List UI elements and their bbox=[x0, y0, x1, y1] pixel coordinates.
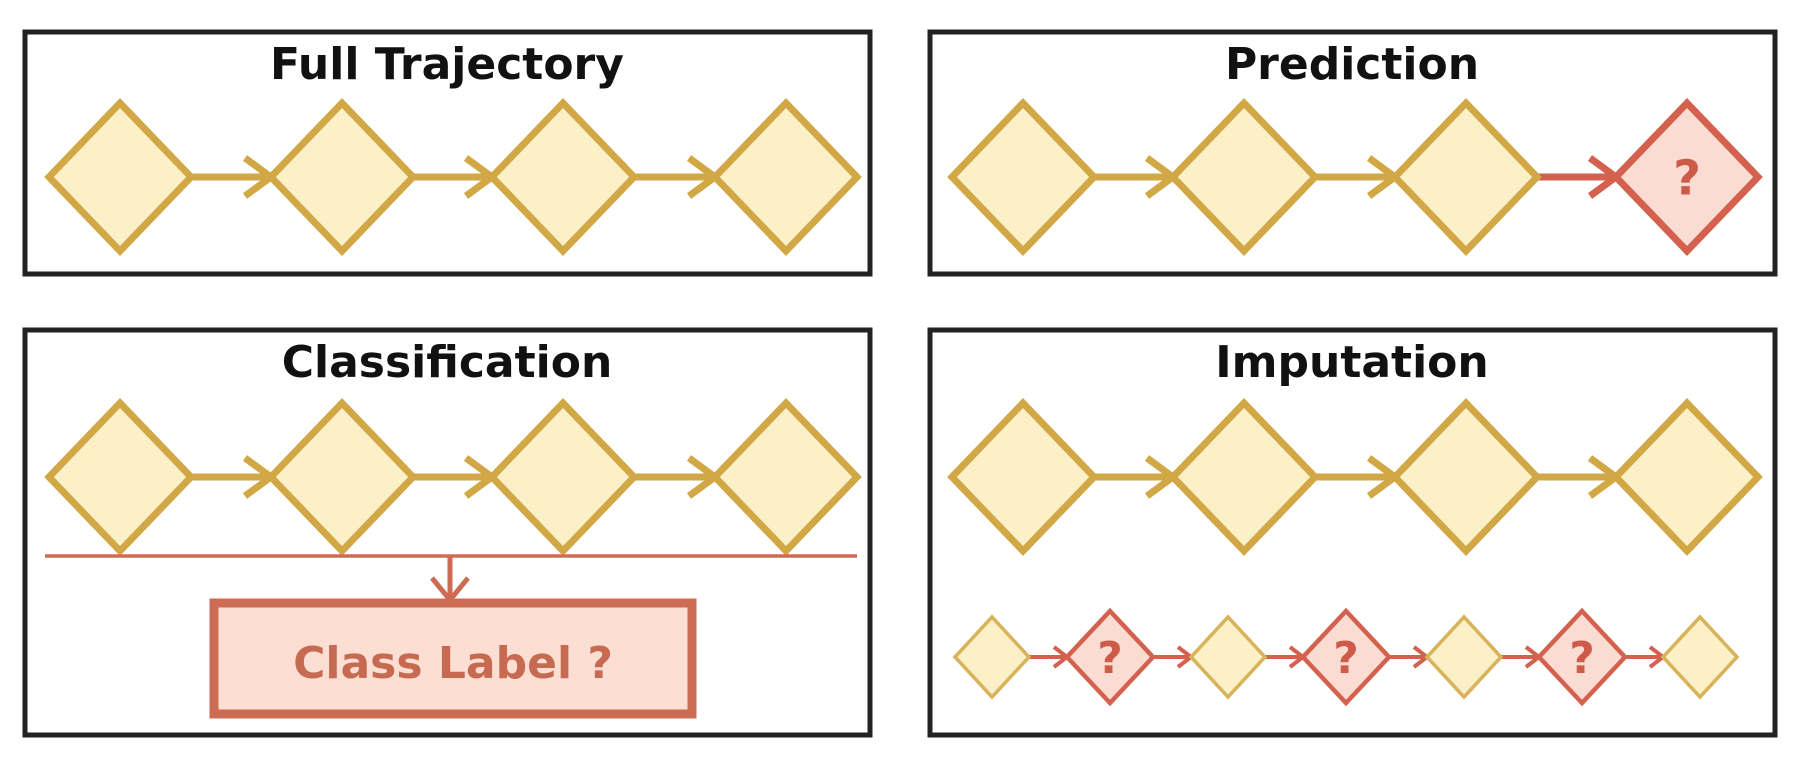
aggregation-group: Class Label ? bbox=[45, 554, 857, 719]
panel-title-prediction: Prediction bbox=[1225, 39, 1479, 90]
state-diamond bbox=[1168, 97, 1320, 257]
question-mark-label: ? bbox=[1569, 633, 1595, 684]
question-mark-label: ? bbox=[1673, 150, 1701, 206]
panel-title-full-trajectory: Full Trajectory bbox=[270, 39, 624, 90]
state-diamond bbox=[266, 97, 418, 257]
state-diamond bbox=[952, 614, 1032, 700]
panel-title-imputation: Imputation bbox=[1215, 337, 1488, 388]
state-diamond bbox=[1660, 614, 1740, 700]
state-diamond bbox=[1188, 614, 1268, 700]
trajectory-row bbox=[44, 97, 862, 257]
state-diamond bbox=[1390, 397, 1542, 557]
trajectory-row bbox=[44, 397, 862, 557]
class-label-box bbox=[209, 598, 697, 719]
unknown-state-diamond bbox=[1299, 607, 1393, 707]
unknown-state-diamond bbox=[1535, 607, 1629, 707]
class-label-text: Class Label ? bbox=[293, 638, 613, 689]
panel-imputation: Imputation ??? bbox=[927, 327, 1778, 738]
state-diamond bbox=[487, 97, 639, 257]
question-mark-label: ? bbox=[1097, 633, 1123, 684]
trajectory-row bbox=[947, 397, 1763, 557]
state-diamond bbox=[266, 397, 418, 557]
panel-title-classification: Classification bbox=[282, 337, 613, 388]
trajectory-row: ? bbox=[947, 97, 1763, 257]
panel-prediction: Prediction ? bbox=[927, 29, 1778, 277]
state-diamond bbox=[1390, 97, 1542, 257]
unknown-state-diamond bbox=[1611, 97, 1763, 257]
state-diamond bbox=[947, 397, 1099, 557]
state-diamond bbox=[44, 397, 196, 557]
state-diamond bbox=[1424, 614, 1504, 700]
imputation-sub-row: ??? bbox=[952, 607, 1740, 707]
state-diamond bbox=[44, 97, 196, 257]
state-diamond bbox=[710, 397, 862, 557]
state-diamond bbox=[947, 97, 1099, 257]
unknown-state-diamond bbox=[1063, 607, 1157, 707]
state-diamond bbox=[1168, 397, 1320, 557]
state-diamond bbox=[487, 397, 639, 557]
panel-classification: Classification Class Label ? bbox=[22, 327, 873, 738]
state-diamond bbox=[710, 97, 862, 257]
state-diamond bbox=[1611, 397, 1763, 557]
panel-full-trajectory: Full Trajectory bbox=[22, 29, 873, 277]
question-mark-label: ? bbox=[1333, 633, 1359, 684]
